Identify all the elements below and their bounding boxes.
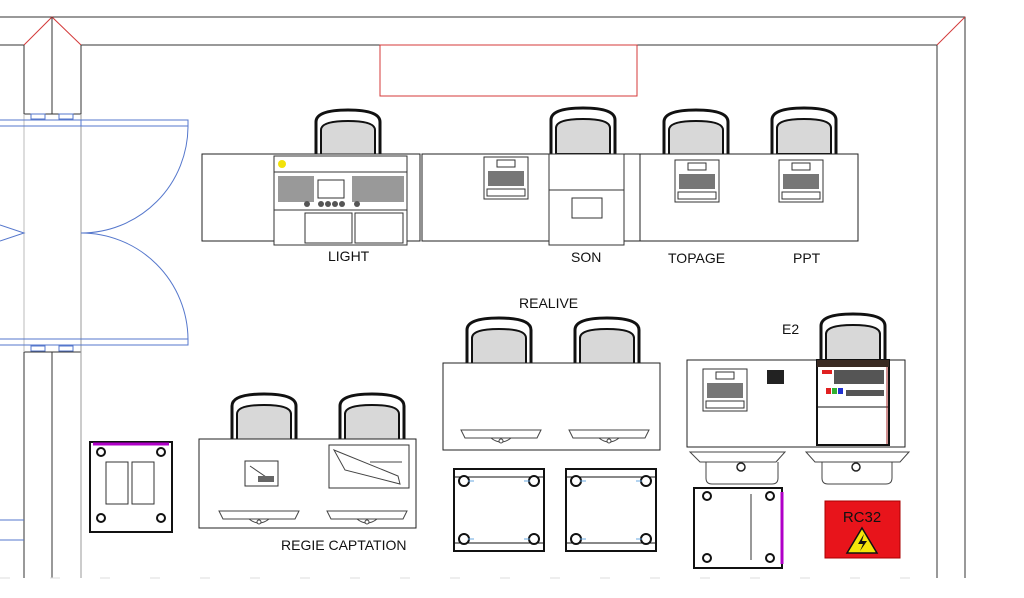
chair (465, 316, 533, 366)
label-e2: E2 (782, 321, 799, 337)
lighting-console (273, 155, 408, 246)
monitor-icon (804, 451, 911, 463)
chair (338, 392, 406, 442)
chair (819, 312, 887, 362)
regie-captation-station: REGIE CAPTATION (198, 392, 417, 553)
power-box-label: RC32 (843, 509, 881, 526)
label-topage: TOPAGE (668, 250, 725, 266)
chair (230, 392, 298, 442)
chair (314, 108, 382, 158)
small-device (767, 370, 784, 384)
monitor-icon (688, 451, 787, 463)
e2-station: E2 (686, 312, 911, 569)
desk (639, 153, 859, 242)
laptop-icon (483, 156, 529, 200)
son-station: SON (421, 106, 641, 265)
label-son: SON (571, 249, 601, 265)
power-box-rc32: RC32 (824, 500, 901, 559)
rack-case-left (89, 441, 173, 533)
label-ppt: PPT (793, 250, 821, 266)
video-switcher (244, 460, 279, 487)
topage-ppt-station: TOPAGE PPT (639, 106, 859, 266)
stage-area-outline (379, 44, 638, 97)
label-light: LIGHT (328, 248, 370, 264)
audio-mixer (548, 153, 625, 246)
laptop-icon (702, 368, 748, 412)
chair (770, 106, 838, 156)
recorder-case (328, 444, 410, 489)
rack-case (693, 487, 784, 569)
realive-station: REALIVE (442, 295, 661, 552)
label-regie-captation: REGIE CAPTATION (281, 537, 407, 553)
rack-case (453, 468, 545, 552)
label-realive: REALIVE (519, 295, 578, 311)
high-voltage-warning-icon (845, 526, 879, 554)
console-button-icon (278, 160, 286, 168)
laptop-icon (674, 159, 720, 203)
chair (549, 106, 617, 156)
rack-case (565, 468, 657, 552)
chair (573, 316, 641, 366)
double-door[interactable] (0, 113, 189, 541)
light-station: LIGHT (201, 108, 421, 264)
laptop-icon (778, 159, 824, 203)
chair (662, 108, 730, 158)
e2-controller (816, 359, 890, 446)
